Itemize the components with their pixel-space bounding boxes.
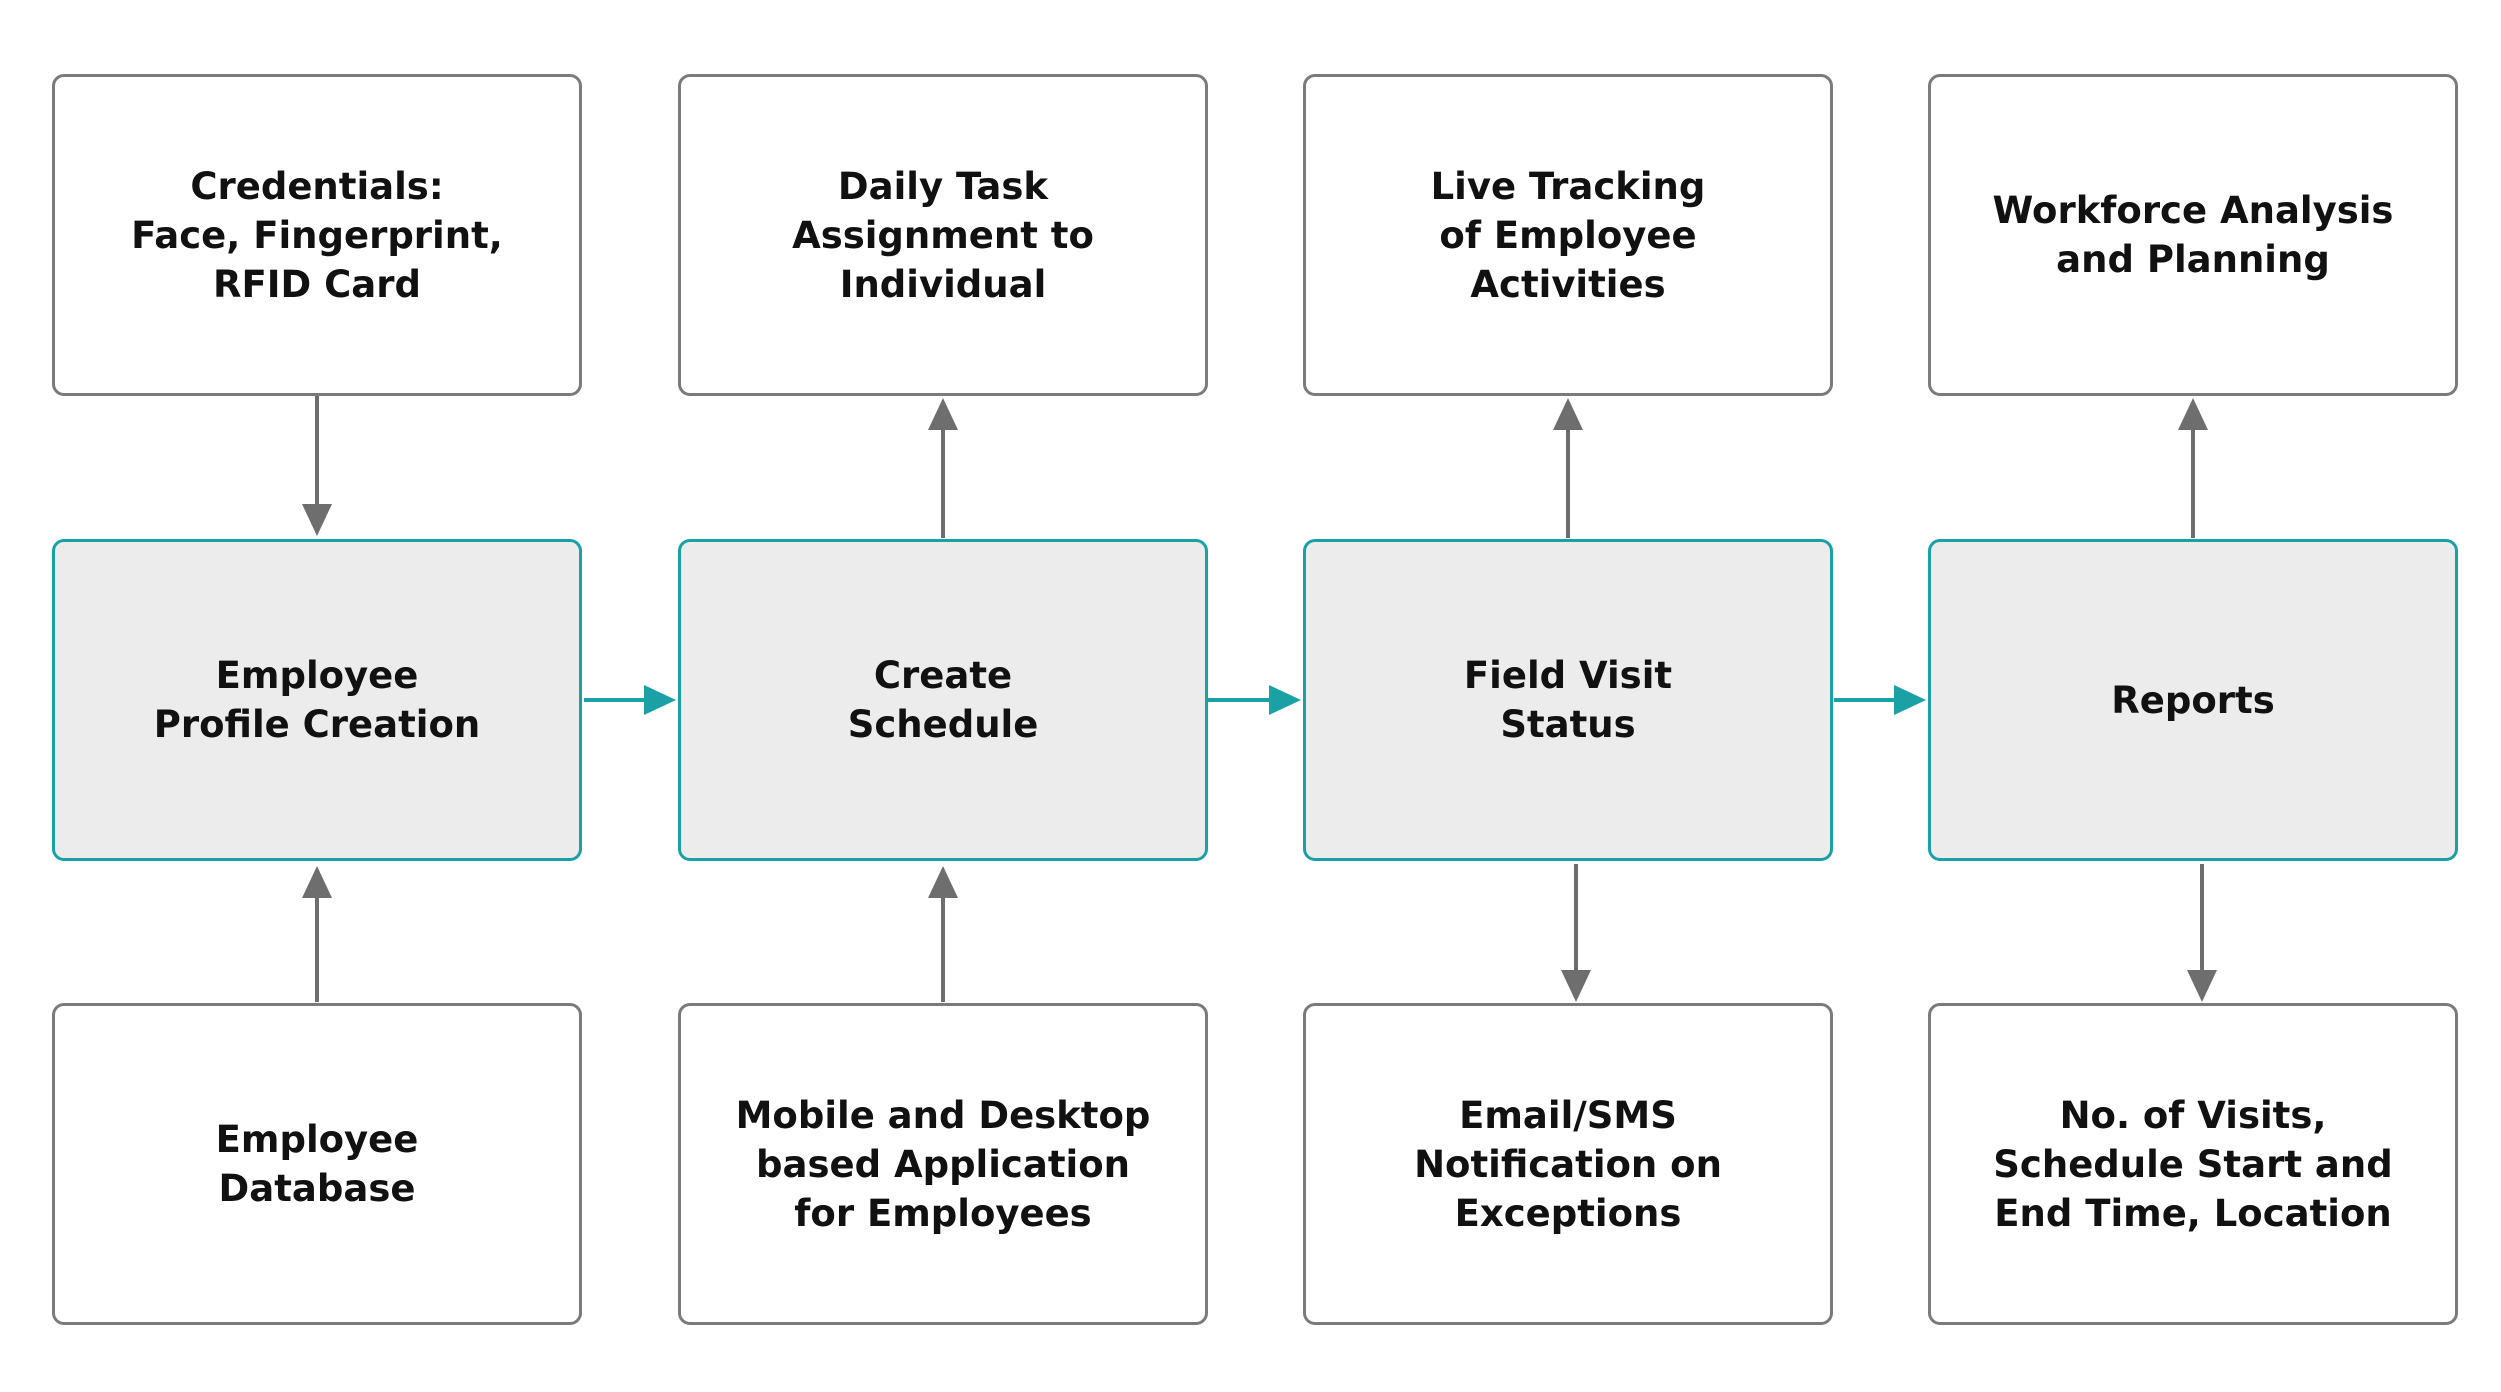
arrow-schedule-to-task-assignment (928, 398, 958, 538)
workforce-analysis-label: Workforce Analysis and Planning (1992, 189, 2394, 281)
daily-task-assignment-box: Daily Task Assignment to Individual (678, 74, 1208, 396)
employee-profile-creation-label: Employee Profile Creation (153, 654, 481, 746)
workforce-analysis-box: Workforce Analysis and Planning (1928, 74, 2458, 396)
notification-box: Email/SMS Notification on Exceptions (1303, 1003, 1833, 1325)
arrow-status-to-notification (1561, 864, 1591, 1002)
arrow-reports-to-visits (2187, 864, 2217, 1002)
mobile-desktop-application-label: Mobile and Desktop based Application for… (735, 1093, 1151, 1235)
reports-box: Reports (1928, 539, 2458, 861)
field-visit-status-box: Field Visit Status (1303, 539, 1833, 861)
flow-arrow-profile-to-schedule (584, 685, 676, 715)
mobile-desktop-application-box: Mobile and Desktop based Application for… (678, 1003, 1208, 1325)
notification-label: Email/SMS Notification on Exceptions (1414, 1093, 1722, 1235)
credentials-box: Credentials: Face, Fingerprint, RFID Car… (52, 74, 582, 396)
arrow-application-to-schedule (928, 866, 958, 1002)
live-tracking-box: Live Tracking of Employee Activities (1303, 74, 1833, 396)
employee-profile-creation-box: Employee Profile Creation (52, 539, 582, 861)
visits-schedule-box: No. of Visits, Schedule Start and End Ti… (1928, 1003, 2458, 1325)
credentials-label: Credentials: Face, Fingerprint, RFID Car… (131, 164, 503, 306)
visits-schedule-label: No. of Visits, Schedule Start and End Ti… (1993, 1093, 2393, 1235)
flow-arrow-status-to-reports (1834, 685, 1926, 715)
arrow-database-to-profile (302, 866, 332, 1002)
create-schedule-box: Create Schedule (678, 539, 1208, 861)
reports-label: Reports (2111, 678, 2275, 722)
flow-arrow-schedule-to-status (1208, 685, 1301, 715)
create-schedule-label: Create Schedule (847, 654, 1039, 746)
field-visit-status-label: Field Visit Status (1463, 654, 1673, 746)
arrow-credentials-to-profile (302, 396, 332, 536)
employee-database-box: Employee Database (52, 1003, 582, 1325)
arrow-reports-to-workforce-analysis (2178, 398, 2208, 538)
daily-task-assignment-label: Daily Task Assignment to Individual (792, 164, 1094, 306)
arrow-status-to-live-tracking (1553, 398, 1583, 538)
employee-database-label: Employee Database (215, 1118, 419, 1210)
live-tracking-label: Live Tracking of Employee Activities (1430, 164, 1706, 306)
